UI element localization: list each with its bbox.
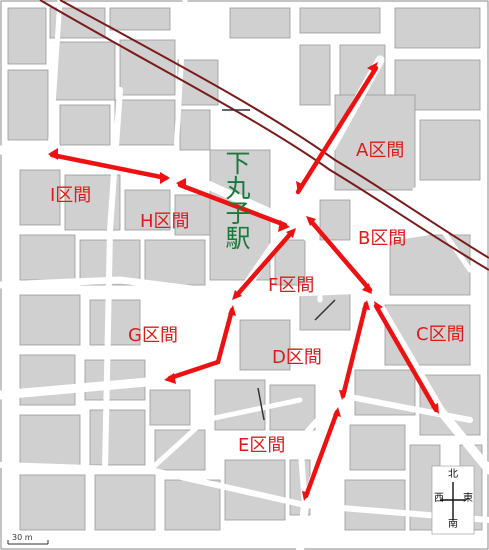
segment-i-arrow: [48, 148, 170, 184]
segment-c-arrow: [373, 301, 439, 414]
scale-label: 30 m: [12, 533, 33, 542]
segment-label-i: I区間: [50, 185, 92, 206]
segment-e-arrow: [302, 407, 341, 501]
minor-features: [222, 109, 336, 421]
segment-label-g: G区間: [128, 325, 178, 346]
segment-h-arrow: [176, 178, 290, 232]
station-name: 下丸子駅: [222, 150, 251, 250]
scale-bar: [7, 540, 49, 545]
compass: [431, 465, 475, 535]
compass-south: 南: [448, 519, 458, 530]
segment-label-a: A区間: [356, 140, 405, 161]
segment-label-c: C区間: [416, 324, 465, 345]
compass-west: 西: [434, 493, 444, 504]
segment-label-e: E区間: [238, 435, 286, 456]
segment-d-arrow: [339, 300, 370, 400]
segment-label-b: B区間: [358, 228, 407, 249]
segment-g-arrow: [164, 305, 236, 384]
segment-b-arrow: [306, 216, 373, 294]
route-segments: [48, 62, 439, 501]
segment-label-f: F区間: [268, 275, 315, 296]
segment-a-arrow: [295, 62, 379, 195]
segment-label-h: H区間: [140, 211, 190, 232]
compass-north: 北: [448, 469, 458, 480]
segment-f-arrow: [232, 228, 296, 300]
segment-label-d: D区間: [272, 347, 322, 368]
compass-east: 東: [463, 493, 473, 504]
